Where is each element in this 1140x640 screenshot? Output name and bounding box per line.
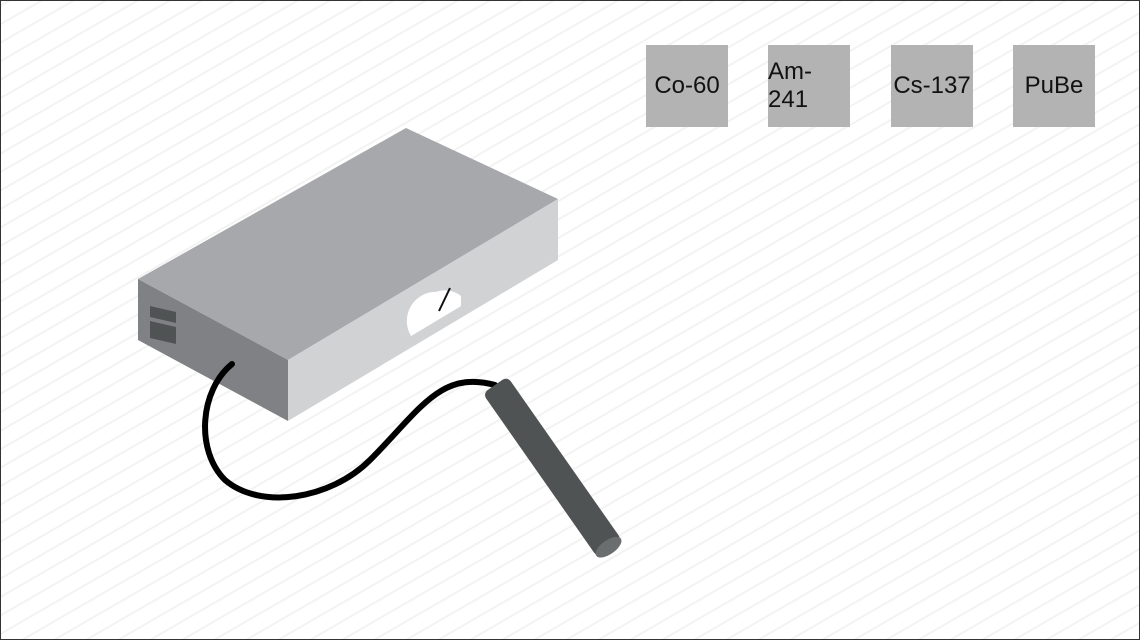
gauge-needle-icon <box>438 287 451 312</box>
source-label: Cs-137 <box>893 72 971 99</box>
source-label: Am-241 <box>768 58 812 113</box>
source-button-cs-137[interactable]: Cs-137 <box>891 45 973 127</box>
source-button-pube[interactable]: PuBe <box>1013 45 1095 127</box>
probe-body <box>485 378 620 556</box>
vent-slot-icon <box>150 321 176 344</box>
meter-top-face <box>138 128 558 360</box>
vent-slot-icon <box>150 306 176 323</box>
source-label: Co-60 <box>654 72 720 99</box>
gauge-dial-icon <box>410 290 461 336</box>
probe-cable <box>202 361 498 501</box>
source-button-am-241[interactable]: Am-241 <box>768 45 850 127</box>
detector-probe[interactable] <box>483 376 625 561</box>
source-button-co-60[interactable]: Co-60 <box>646 45 728 127</box>
probe-tip <box>595 536 622 558</box>
source-label: PuBe <box>1024 72 1084 99</box>
survey-meter[interactable] <box>138 128 558 421</box>
